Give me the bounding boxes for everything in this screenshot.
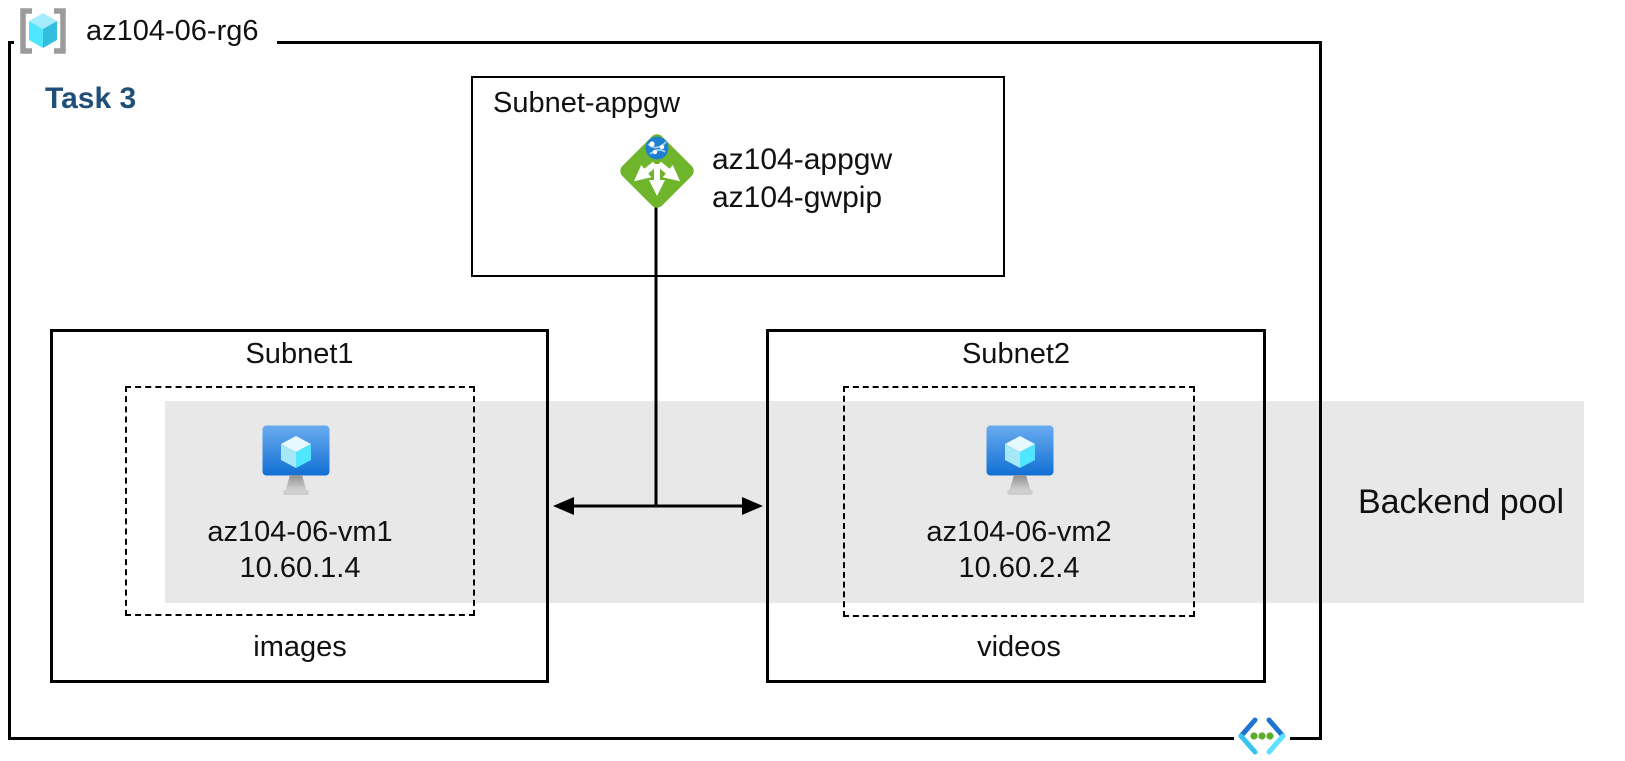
vm-name: az104-06-vm1 bbox=[207, 516, 393, 548]
appgw-labels: az104-appgw az104-gwpip bbox=[712, 141, 892, 217]
subnet2-box bbox=[766, 329, 1266, 683]
resource-group-icon bbox=[20, 8, 66, 54]
subnet2-title: Subnet2 bbox=[961, 338, 1071, 370]
virtual-network-icon bbox=[1238, 717, 1286, 755]
subnet1-storage-label: images bbox=[253, 631, 347, 663]
subnet2-backend-dashed-box bbox=[843, 386, 1195, 617]
appgw-subnet-title: Subnet-appgw bbox=[493, 87, 681, 119]
arrowhead-right bbox=[742, 497, 763, 515]
arrowhead-left bbox=[553, 497, 574, 515]
virtual-network-icon-wrap bbox=[1234, 714, 1290, 758]
vm-name: az104-06-vm2 bbox=[926, 516, 1112, 548]
appgw-subnet-box bbox=[471, 76, 1005, 277]
subnet1-title: Subnet1 bbox=[245, 338, 354, 370]
appgw-public-ip-name: az104-gwpip bbox=[712, 181, 883, 214]
subnet2-storage-label: videos bbox=[977, 631, 1061, 663]
vm-ip: 10.60.1.4 bbox=[239, 552, 361, 584]
virtual-machine-icon bbox=[262, 425, 330, 495]
resource-group-box bbox=[8, 41, 1322, 740]
backend-pool-band bbox=[165, 401, 1584, 603]
subnet1-box bbox=[50, 329, 549, 683]
resource-group-name: az104-06-rg6 bbox=[86, 14, 259, 47]
virtual-machine-icon bbox=[986, 425, 1054, 495]
task-label: Task 3 bbox=[45, 82, 137, 115]
appgw-name: az104-appgw bbox=[712, 143, 893, 176]
vm-ip: 10.60.2.4 bbox=[958, 552, 1080, 584]
application-gateway-icon bbox=[620, 134, 694, 208]
backend-pool-label: Backend pool bbox=[1357, 482, 1565, 521]
resource-group-label: az104-06-rg6 bbox=[14, 4, 277, 58]
vm1-labels: az104-06-vm1 10.60.1.4 bbox=[110, 514, 490, 586]
vm2-labels: az104-06-vm2 10.60.2.4 bbox=[829, 514, 1209, 586]
gateway-to-subnets-connector bbox=[553, 203, 763, 515]
subnet1-backend-dashed-box bbox=[125, 386, 475, 616]
